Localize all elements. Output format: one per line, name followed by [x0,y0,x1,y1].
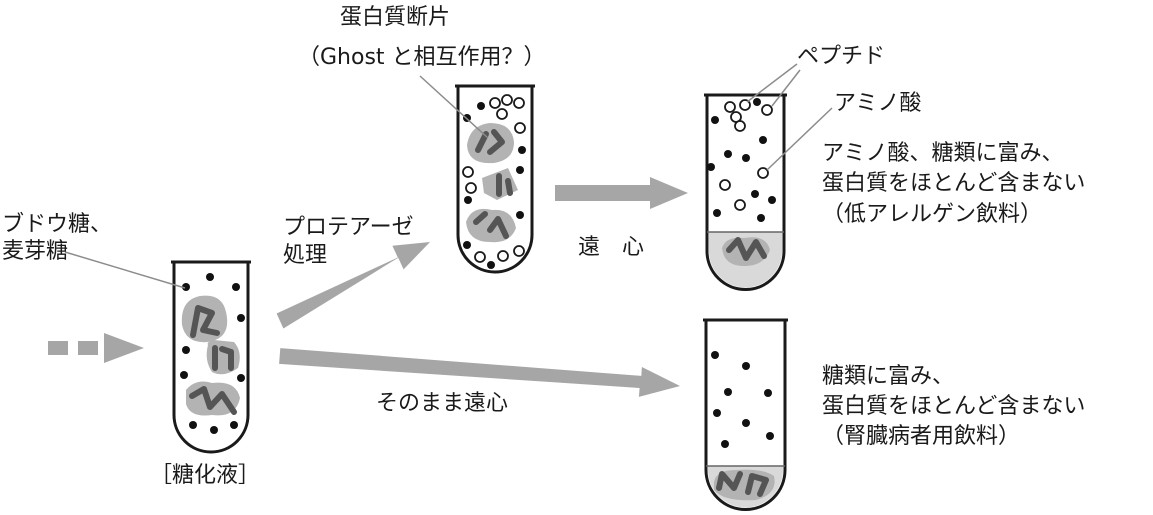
leader-peptide-1 [746,63,798,103]
label-result-upper-line3: （低アレルゲン飲料） [822,202,1043,227]
sediment-protein [722,237,770,266]
label-input-sugars-line1: ブドウ糖、 [2,212,113,237]
label-result-lower-line2: 蛋白質をほとんど含まない [822,394,1086,419]
input-arrow-head [104,333,144,363]
sediment-protein [714,469,775,501]
tube-after-protease [455,84,535,274]
centrifuge-arrow [555,177,688,209]
label-result-upper-line2: 蛋白質をほとんど含まない [822,171,1086,196]
glucose-particles [180,273,245,434]
label-protein-fragment-line2: （Ghost と相互作用？） [298,45,546,70]
label-protease-line1: プロテアーゼ [283,215,414,240]
tube-saccharified-liquid [171,260,251,454]
label-result-lower-line3: （腎臓病者用飲料） [822,424,1021,449]
label-input-sugars-line2: 麦芽糖 [2,239,69,264]
amino-acid-particles [707,98,776,222]
amino-acid-particles [463,102,526,269]
protein-aggregate [181,295,240,416]
sugar-particles [711,351,774,448]
arrows [48,177,688,397]
label-result-lower-line1: 糖類に富み、 [822,364,955,389]
dash-2 [78,341,98,355]
leader-amino-acid [766,107,833,171]
direct-centrifuge-arrow [279,348,680,397]
label-protease-line2: 処理 [283,243,328,268]
protease-arrow [276,242,430,329]
label-protein-fragment-line1: 蛋白質断片 [340,5,451,30]
leader-lines [64,63,833,289]
label-amino-acid: アミノ酸 [834,91,922,116]
label-result-upper-line1: アミノ酸、糖類に富み、 [822,141,1064,166]
tube-outline [705,95,786,291]
leader-sugars [64,251,186,289]
label-saccharified-liquid: ［糖化液］ [150,463,261,488]
peptide-circles [462,94,526,263]
leader-protein-fragment [419,75,489,139]
leader-peptide-2 [771,69,801,107]
tube-lower-result [703,318,788,511]
label-direct-centrifuge: そのまま遠心 [376,391,509,416]
protein-fragments [466,123,518,243]
tube-outline [704,320,787,511]
dash-1 [48,341,68,355]
label-peptide: ペプチド [797,44,886,69]
peptide-circles [719,99,773,211]
label-centrifuge: 遠 心 [578,235,645,260]
tube-upper-result [704,93,787,291]
